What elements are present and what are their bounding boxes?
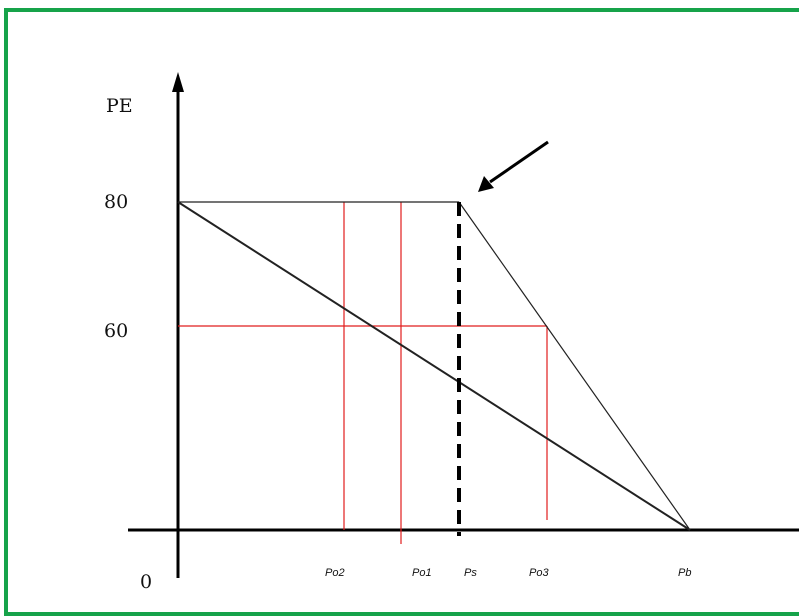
x-tick-po2: Po2 [325,567,345,579]
x-tick-po1: Po1 [412,567,432,579]
y-axis-label: PE [106,95,133,117]
diagonal-line [177,201,691,531]
y-tick-80: 80 [104,191,128,213]
y-axis-arrowhead [172,72,184,92]
x-tick-po3: Po3 [529,567,549,579]
y-tick-60: 60 [104,320,128,342]
kinked-line-descent [458,201,691,531]
pointer-arrow-head [478,176,494,192]
curves [177,201,691,531]
guide-lines [178,202,548,544]
pointer-arrow-shaft [489,140,549,184]
origin-label: 0 [140,571,152,593]
pointer-arrow [478,140,549,192]
x-tick-ps: Ps [464,567,477,579]
x-tick-pb: Pb [678,567,691,579]
